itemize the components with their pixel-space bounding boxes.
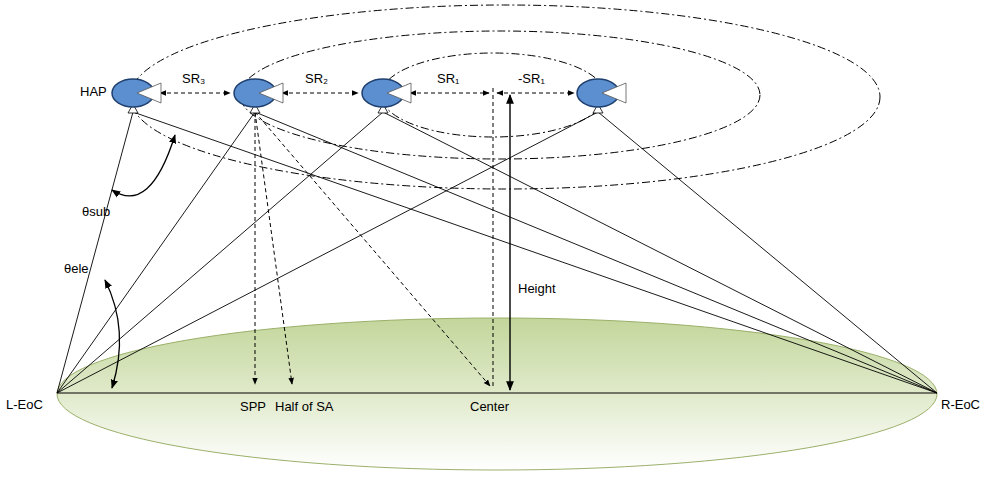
range-label: -SR₁: [518, 72, 545, 87]
point-label: Half of SA: [275, 400, 334, 415]
edge-label: R-EoC: [941, 398, 980, 413]
platform-label: HAP: [80, 85, 107, 100]
point-label: SPP: [240, 400, 266, 415]
edge-label: L-EoC: [6, 398, 43, 413]
hap-platform: [112, 79, 161, 113]
range-label: SR₃: [182, 72, 205, 87]
range-label: SR₁: [437, 72, 459, 87]
hap-platform: [362, 79, 411, 113]
point-label: Center: [470, 400, 509, 415]
range-label: SR₂: [305, 72, 328, 87]
angle-label: θele: [64, 262, 89, 277]
dimension-label: Height: [518, 282, 556, 297]
angle-label: θsub: [82, 205, 110, 220]
hap-platform: [577, 79, 626, 113]
hap-platform: [234, 79, 283, 113]
